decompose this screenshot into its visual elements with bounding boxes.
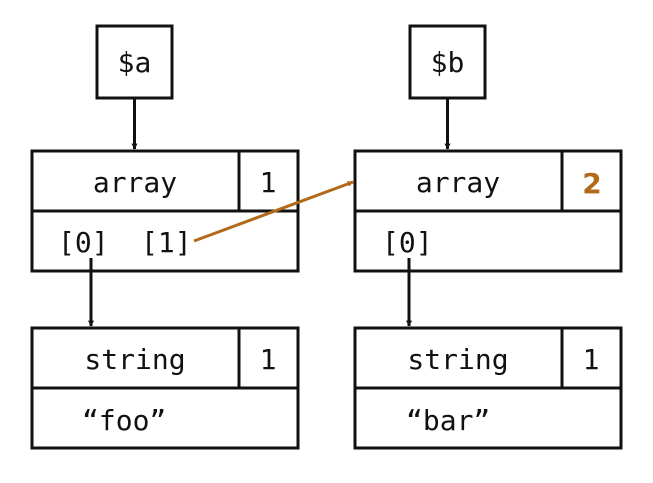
array-b-index-0: [0]	[382, 226, 433, 259]
string-a-refcount: 1	[260, 343, 277, 376]
edge-array-a-1-to-array-b	[193, 180, 354, 243]
array-b-type: array	[416, 166, 500, 199]
string-b-value: “bar”	[406, 404, 490, 437]
string-b-refcount: 1	[583, 343, 600, 376]
array-a-refcount: 1	[260, 166, 277, 199]
array-node-a: array 1 [0] [1]	[30, 149, 300, 273]
string-node-b: string 1 “bar”	[353, 326, 623, 450]
array-b-refcount: 2	[582, 167, 601, 200]
array-a-type: array	[93, 166, 177, 199]
array-node-b: array 2 [0]	[353, 149, 623, 273]
string-a-value: “foo”	[82, 404, 166, 437]
array-a-index-0: [0]	[58, 226, 109, 259]
variable-a-label: $a	[118, 46, 152, 79]
variable-b: $b	[408, 24, 487, 100]
variable-a: $a	[95, 24, 174, 100]
array-a-index-1: [1]	[141, 226, 192, 259]
string-a-type: string	[84, 343, 185, 376]
string-b-type: string	[407, 343, 508, 376]
string-node-a: string 1 “foo”	[30, 326, 300, 450]
variable-b-label: $b	[431, 46, 465, 79]
